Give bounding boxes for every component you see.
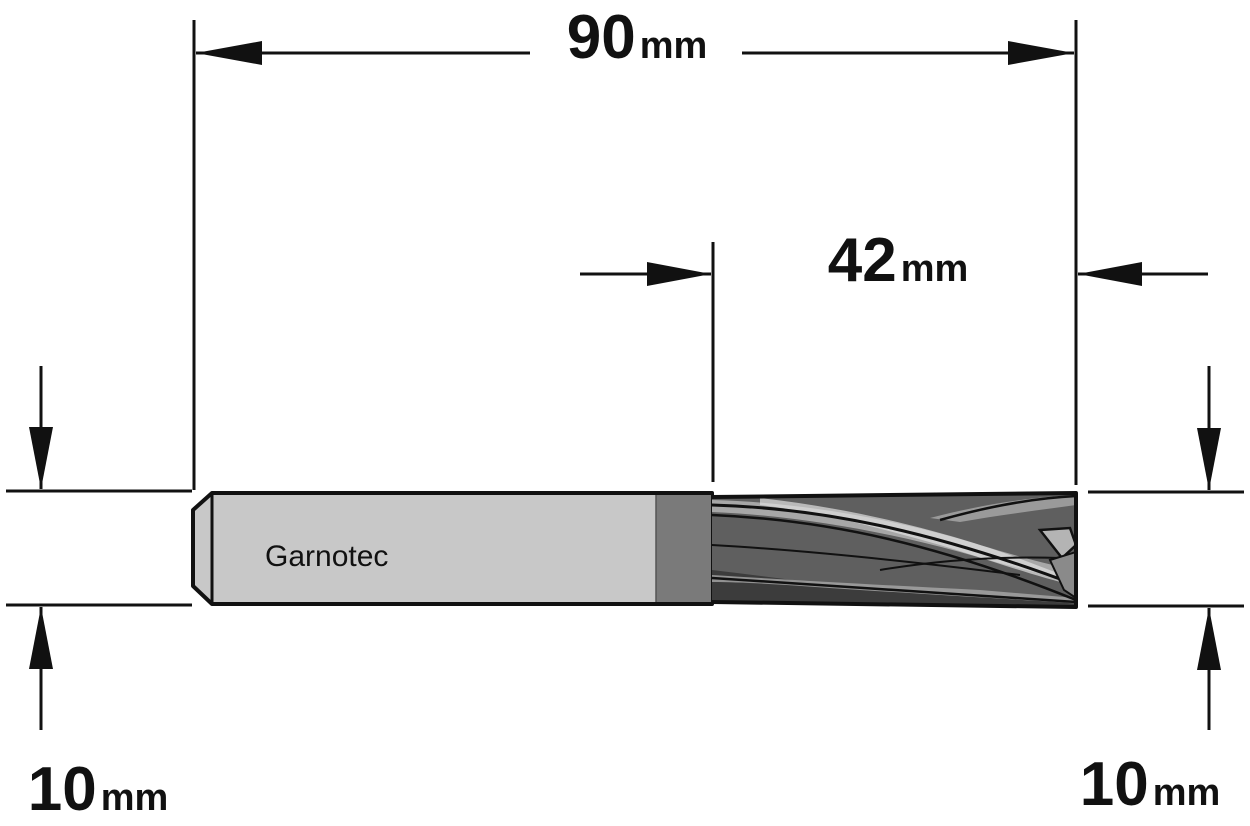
flute-edge-2 xyxy=(712,513,1076,602)
flute-edge-4 xyxy=(712,576,1076,604)
cutting-length-value: 42 xyxy=(828,226,897,295)
cutting-head xyxy=(711,491,1078,609)
brand-label: Garnotec xyxy=(265,540,388,573)
overall-length-unit: mm xyxy=(640,25,708,67)
cutting-arrowhead-left xyxy=(647,262,711,286)
flute-highlight-3 xyxy=(930,495,1076,522)
cutting-diameter-value: 10 xyxy=(1080,750,1149,819)
flute-spirals xyxy=(712,494,1076,607)
cutting-diameter-unit: mm xyxy=(1153,772,1221,814)
flute-edge-6 xyxy=(879,556,1061,571)
shank-arrowhead-bottom xyxy=(29,607,53,669)
shank-diameter-unit: mm xyxy=(101,777,169,819)
shank-diameter-value: 10 xyxy=(28,755,97,824)
arrowhead-right xyxy=(1008,41,1074,65)
tip-facet-2 xyxy=(1048,550,1076,600)
tip-facet xyxy=(1037,526,1076,560)
flute-highlight-2 xyxy=(760,498,1076,586)
cut-arrowhead-top xyxy=(1197,428,1221,490)
overall-length-value: 90 xyxy=(567,3,636,72)
shank-collar xyxy=(656,495,711,602)
cutting-arrowhead-right xyxy=(1078,262,1142,286)
shank-arrowhead-top xyxy=(29,427,53,489)
cut-arrowhead-bottom xyxy=(1197,608,1221,670)
shank: Garnotec xyxy=(191,491,714,606)
flute-edge-1 xyxy=(712,503,1076,587)
flute-edge-3 xyxy=(712,544,1021,576)
arrowhead-left xyxy=(196,41,262,65)
flute-highlight-1 xyxy=(712,500,1076,580)
flute-edge-5 xyxy=(939,494,1076,522)
flute-highlight-4 xyxy=(712,570,1076,607)
cutting-length-unit: mm xyxy=(901,248,969,290)
flute-body xyxy=(712,493,1076,607)
